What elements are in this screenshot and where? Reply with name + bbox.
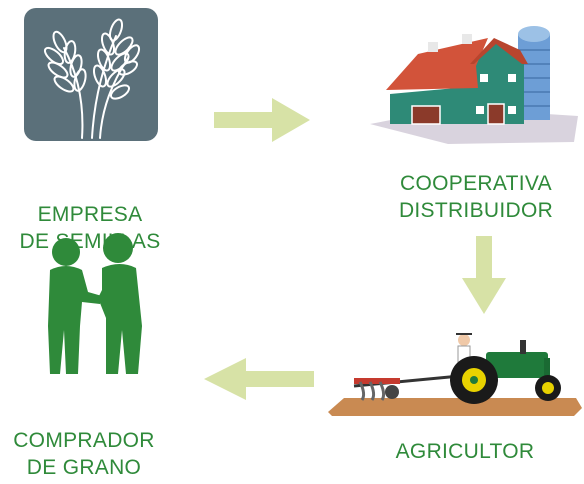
tractor-icon <box>326 326 584 416</box>
handshake-icon <box>40 226 144 376</box>
grain-buyer-label-line2: DE GRANO <box>26 456 142 479</box>
farmer-label-line1: AGRICULTOR <box>395 440 535 463</box>
cooperative-label-line1: COOPERATIVA <box>400 172 552 195</box>
arrow-right-icon <box>214 98 310 142</box>
arrow-left-icon <box>204 358 314 400</box>
grain-buyer-label: COMPRADOR DE GRANO <box>4 427 164 481</box>
farmer-label: AGRICULTOR <box>370 438 560 465</box>
barn-icon <box>368 20 580 144</box>
arrow-down-icon <box>462 236 506 314</box>
wheat-icon <box>24 8 158 141</box>
cooperative-label-line2: DISTRIBUIDOR <box>398 199 554 222</box>
seed-company-label-line1: EMPRESA <box>37 203 143 226</box>
grain-buyer-label-line1: COMPRADOR <box>13 429 155 452</box>
cooperative-label: COOPERATIVA DISTRIBUIDOR <box>378 170 574 224</box>
